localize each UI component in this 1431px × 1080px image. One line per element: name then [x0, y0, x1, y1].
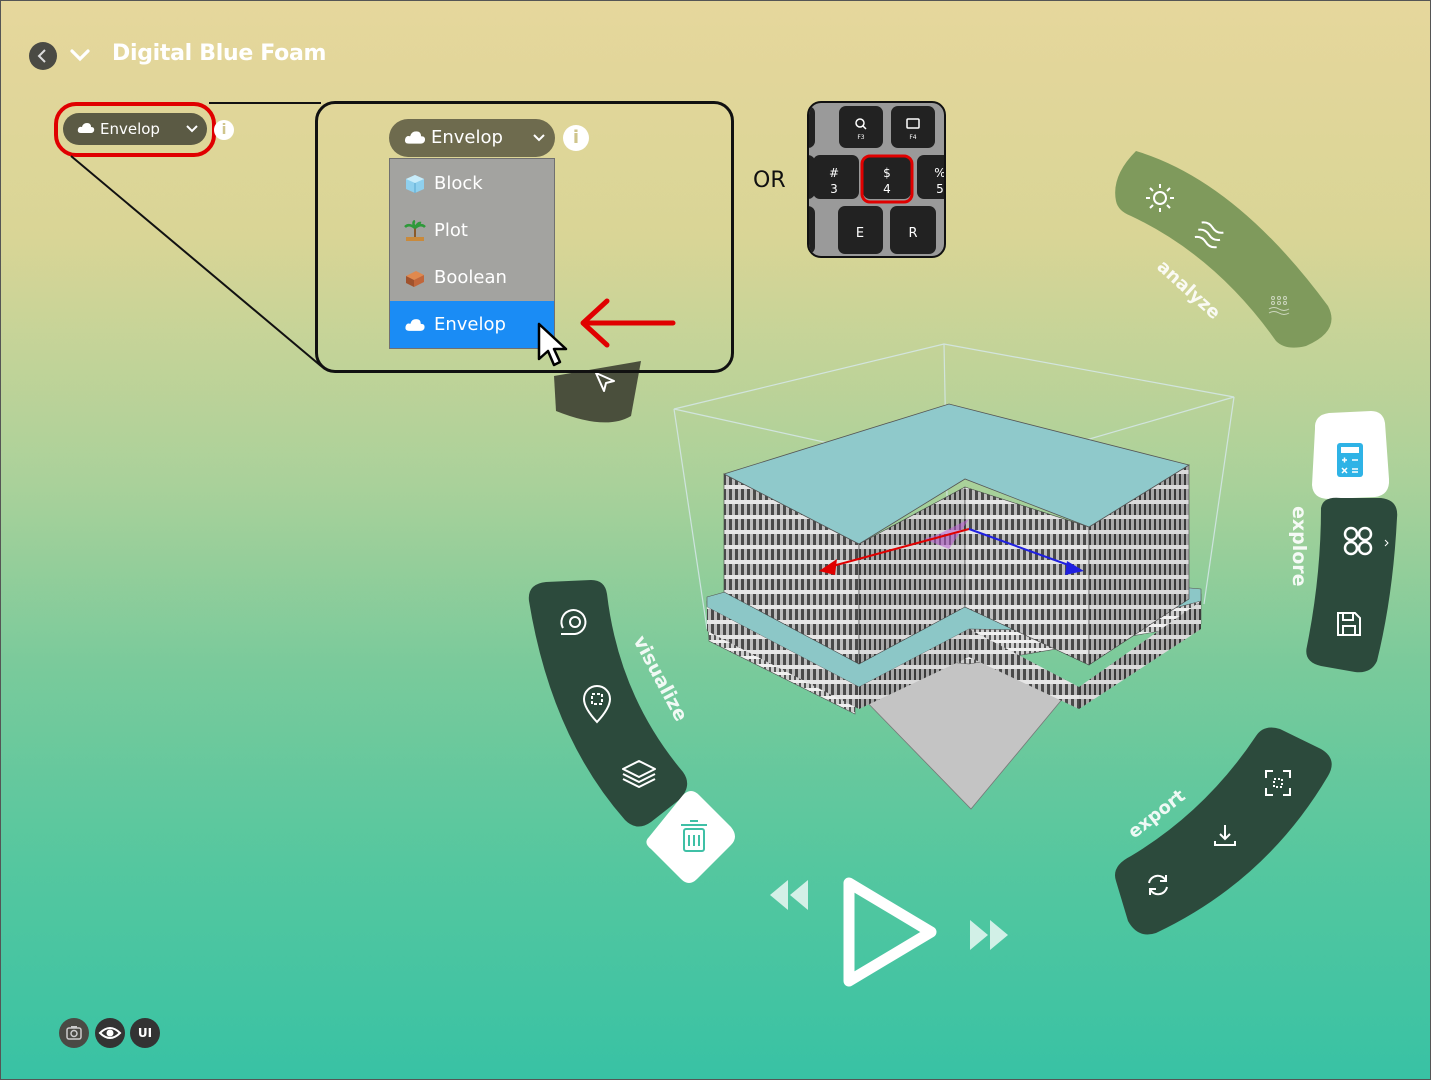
- or-label: OR: [753, 168, 786, 193]
- analyze-arc: analyze: [1115, 151, 1332, 348]
- project-menu-toggle[interactable]: [69, 45, 91, 65]
- camera-icon: [66, 1026, 82, 1040]
- eye-icon: [98, 1027, 122, 1039]
- export-arc: export: [1115, 727, 1332, 935]
- ui-toggle-button[interactable]: UI: [130, 1018, 160, 1048]
- zoom-dropdown-button[interactable]: Envelop: [389, 119, 555, 157]
- svg-text:#: #: [829, 166, 839, 180]
- layers-icon[interactable]: [622, 760, 656, 788]
- select-tool-tile[interactable]: [546, 356, 646, 431]
- trash-icon: [681, 820, 707, 852]
- svg-text:3: 3: [830, 182, 838, 196]
- chevron-down-icon: [186, 125, 198, 133]
- cube-icon: [406, 175, 424, 193]
- info-icon[interactable]: i: [214, 120, 234, 140]
- fast-forward-icon: [970, 920, 1008, 950]
- app-title: Digital Blue Foam: [112, 41, 327, 66]
- back-button[interactable]: [29, 42, 57, 70]
- explore-arc: explore: [1288, 497, 1398, 673]
- magnifier-icon: [855, 118, 867, 130]
- palm-tree-icon: [404, 220, 426, 241]
- mouse-cursor-icon: [537, 322, 568, 367]
- building-3d-viewport[interactable]: [669, 339, 1249, 819]
- svg-text:E: E: [856, 226, 864, 241]
- svg-text:5: 5: [936, 182, 944, 196]
- menu-item-envelop[interactable]: Envelop: [390, 301, 554, 348]
- svg-text:R: R: [908, 226, 917, 241]
- mode-menu: Block Plot Boolean Envelop: [389, 158, 555, 349]
- rewind-icon: [770, 880, 808, 910]
- zoom-callout: [315, 101, 734, 373]
- keyboard-shortcut-image: F3 F4 # 3 $ 4 % 5 E R: [807, 101, 946, 258]
- calculator-tile[interactable]: [1309, 409, 1391, 501]
- svg-text:$: $: [883, 166, 891, 180]
- screenshot-button[interactable]: [59, 1018, 89, 1048]
- svg-text:F3: F3: [857, 134, 864, 141]
- camera-orbit-icon[interactable]: [560, 609, 587, 635]
- cloud-icon: [77, 123, 95, 133]
- save-icon[interactable]: [1337, 612, 1361, 636]
- cloud-icon: [405, 319, 425, 331]
- fullscreen-icon[interactable]: [1265, 770, 1291, 796]
- arrow-left-icon: [580, 298, 676, 348]
- rewind-button[interactable]: [766, 876, 814, 914]
- mode-dropdown[interactable]: Envelop: [63, 113, 207, 145]
- fast-forward-button[interactable]: [964, 916, 1012, 954]
- visibility-button[interactable]: [95, 1018, 125, 1048]
- calculator-icon: [1337, 443, 1363, 477]
- svg-text:4: 4: [883, 182, 891, 196]
- chevron-left-icon: [37, 49, 46, 63]
- wind-icon[interactable]: [1194, 221, 1224, 249]
- download-icon[interactable]: [1214, 825, 1236, 846]
- menu-item-plot[interactable]: Plot: [390, 207, 554, 254]
- cloud-icon: [404, 131, 426, 144]
- grid-apps-icon[interactable]: [1343, 526, 1373, 556]
- window-icon: [906, 118, 920, 129]
- visualize-arc: visualize: [528, 580, 692, 827]
- zoom-dropdown-label: Envelop: [431, 127, 503, 148]
- mode-dropdown-label: Envelop: [100, 120, 160, 138]
- play-button[interactable]: [839, 873, 941, 991]
- cursor-select-icon: [595, 372, 615, 392]
- svg-text:%: %: [934, 166, 945, 180]
- menu-item-boolean[interactable]: Boolean: [390, 254, 554, 301]
- chevron-down-icon: [70, 49, 90, 62]
- humidity-icon[interactable]: [1268, 296, 1290, 315]
- map-pin-icon[interactable]: [582, 685, 612, 724]
- chevron-down-icon: [533, 134, 545, 142]
- explore-label: explore: [1288, 506, 1310, 587]
- brick-icon: [406, 271, 424, 287]
- refresh-icon[interactable]: [1148, 874, 1168, 896]
- svg-text:F4: F4: [909, 134, 916, 141]
- play-icon: [843, 877, 937, 987]
- info-icon[interactable]: i: [563, 125, 589, 151]
- sun-icon[interactable]: [1146, 184, 1174, 212]
- menu-item-block[interactable]: Block: [390, 160, 554, 207]
- delete-tile[interactable]: [643, 789, 738, 887]
- keyboard-keys: F3 F4 # 3 $ 4 % 5 E R: [809, 103, 945, 256]
